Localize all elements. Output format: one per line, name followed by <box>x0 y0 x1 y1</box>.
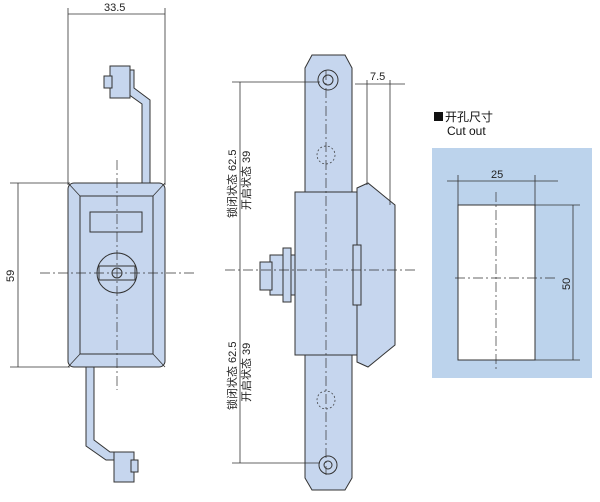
cutout-height-dim: 50 <box>561 278 573 290</box>
cutout-rect <box>457 204 536 361</box>
front-width-dim: 33.5 <box>104 2 125 14</box>
front-view: 33.5 59 <box>5 2 195 483</box>
cutout-title: 开孔尺寸 <box>434 108 493 125</box>
lower-open-dim: 开启状态 39 <box>239 343 253 402</box>
label-window <box>89 211 143 233</box>
cutout-width-dim: 25 <box>491 169 503 181</box>
cutout-title-cn: 开孔尺寸 <box>445 110 494 124</box>
front-height-dim: 59 <box>5 270 17 282</box>
side-view: 7.5 锁闭状态 62.5 开启状态 39 锁闭状态 62.5 开启状态 39 <box>225 54 415 491</box>
offset-dim: 7.5 <box>370 71 385 83</box>
cutout-view: 25 50 <box>432 148 592 378</box>
square-bullet-icon <box>434 112 443 121</box>
cutout-subtitle: Cut out <box>447 124 486 138</box>
upper-open-dim: 开启状态 39 <box>239 151 253 210</box>
lower-closed-dim: 锁闭状态 62.5 <box>225 342 239 410</box>
upper-closed-dim: 锁闭状态 62.5 <box>225 150 239 218</box>
